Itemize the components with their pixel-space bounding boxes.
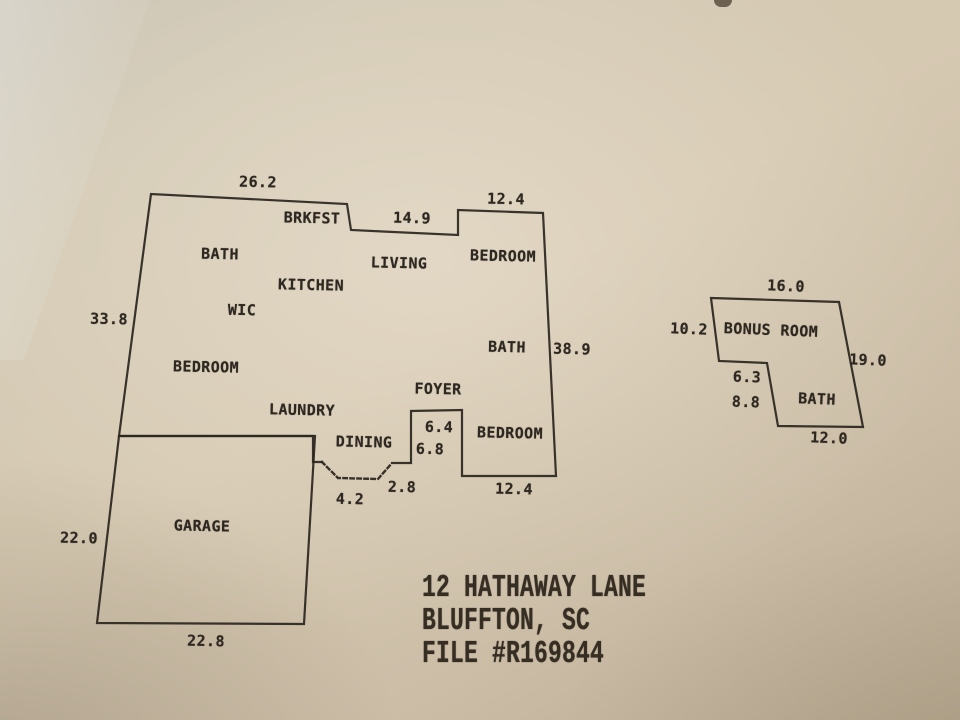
address-line-2: BLUFFTON, SC xyxy=(422,602,591,639)
room-label-bonus-room: BONUS ROOM xyxy=(723,319,819,341)
room-label-bedroom-left: BEDROOM xyxy=(172,357,240,377)
paper-speck xyxy=(714,0,732,7)
room-label-bonus-bath: BATH xyxy=(797,389,837,409)
dimension-bonus-notch-height: 8.8 xyxy=(731,392,761,412)
dimension-top-left: 26.2 xyxy=(238,172,278,192)
dimension-foyer-nook-width: 6.4 xyxy=(424,417,454,437)
bonus-room-outline xyxy=(709,296,865,429)
dimension-bedroom-bottom: 12.4 xyxy=(494,479,534,499)
room-label-laundry: LAUNDRY xyxy=(268,400,336,420)
room-label-dining: DINING xyxy=(335,432,393,452)
address-line-1: 12 HATHAWAY LANE xyxy=(422,569,647,606)
dimension-top-right: 12.4 xyxy=(486,189,526,209)
room-label-kitchen: KITCHEN xyxy=(277,275,345,295)
dimension-right-height: 38.9 xyxy=(552,339,592,359)
file-number-line: FILE #R169844 xyxy=(422,635,605,672)
room-label-living: LIVING xyxy=(370,253,428,273)
dimension-garage-bottom: 22.8 xyxy=(186,631,226,651)
dimension-bonus-bottom: 12.0 xyxy=(809,428,849,448)
dimension-garage-left: 22.0 xyxy=(59,528,99,548)
room-label-garage: GARAGE xyxy=(173,516,231,536)
dimension-foyer-nook-depth: 6.8 xyxy=(415,439,445,459)
garage-outline xyxy=(95,434,317,626)
dimension-bonus-notch-width: 6.3 xyxy=(732,367,762,387)
room-label-bedroom-top-right: BEDROOM xyxy=(469,246,537,266)
dining-bay-window-dotted-wall xyxy=(320,460,394,481)
room-label-foyer: FOYER xyxy=(414,379,462,399)
dimension-bay-left: 4.2 xyxy=(335,489,365,509)
dimension-bonus-top: 16.0 xyxy=(766,276,806,296)
dimension-bay-right: 2.8 xyxy=(387,477,417,497)
dimension-bonus-left: 10.2 xyxy=(669,319,709,339)
dimension-bonus-right: 19.0 xyxy=(848,350,888,370)
room-label-brkfst: BRKFST xyxy=(283,208,341,228)
dimension-left-height: 33.8 xyxy=(89,309,129,329)
room-label-wic: WIC xyxy=(227,300,257,320)
room-label-bath-left: BATH xyxy=(200,244,240,264)
room-label-bedroom-bottom-right: BEDROOM xyxy=(476,423,544,443)
dimension-top-middle: 14.9 xyxy=(392,208,432,228)
room-label-bath-right: BATH xyxy=(487,337,527,357)
address-block: 12 HATHAWAY LANE BLUFFTON, SC FILE #R169… xyxy=(422,571,646,670)
